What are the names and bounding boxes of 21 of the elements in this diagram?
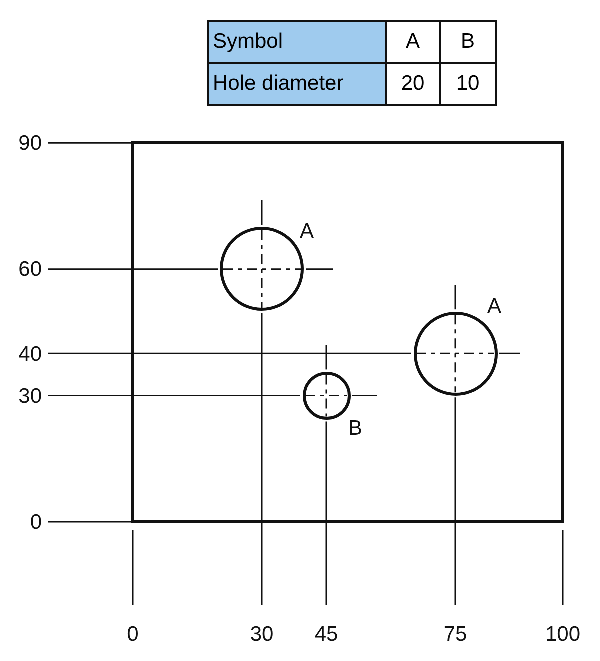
axis-value: 90 [18,133,42,154]
table-cell: A [386,21,440,63]
table-cell: 10 [440,63,496,105]
table-cell: 20 [386,63,440,105]
axis-value: 40 [18,344,42,365]
axis-value: 75 [444,624,468,645]
hole-circle [302,372,350,420]
axis-value: 30 [18,386,42,407]
axis-value: 30 [250,624,274,645]
axis-value: 100 [545,624,581,645]
hole-circle [414,312,498,396]
hole-symbol: B [348,418,363,439]
header-cell: Hole diameter [208,63,386,105]
hole-symbol: A [300,221,314,242]
axis-value: 0 [127,624,139,645]
axis-value: 45 [314,624,338,645]
header-cell: Symbol [208,21,386,63]
axis-value: 0 [30,512,42,533]
hole-symbol: A [488,296,502,317]
axis-value: 60 [18,259,42,280]
table-cell: B [440,21,496,63]
